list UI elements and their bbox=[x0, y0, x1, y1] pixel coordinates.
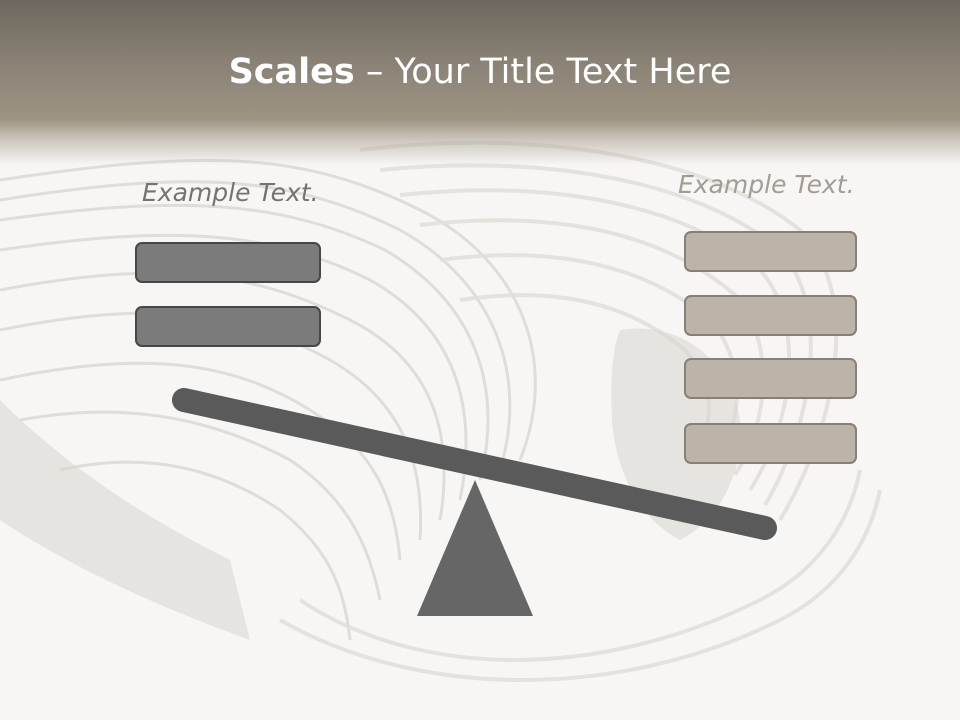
left-box-2[interactable] bbox=[135, 306, 321, 347]
right-box-4[interactable] bbox=[684, 423, 857, 464]
left-box-1[interactable] bbox=[135, 242, 321, 283]
title-bold-text: Scales bbox=[228, 52, 355, 92]
right-box-3[interactable] bbox=[684, 358, 857, 399]
right-example-text: Example Text. bbox=[678, 170, 855, 199]
title-bar: Scales – Your Title Text Here bbox=[0, 0, 960, 165]
right-box-1[interactable] bbox=[684, 231, 857, 272]
title-text: – Your Title Text Here bbox=[354, 52, 732, 92]
slide-title: Scales – Your Title Text Here bbox=[0, 52, 960, 92]
scale-fulcrum-triangle bbox=[417, 480, 533, 616]
left-example-text: Example Text. bbox=[142, 178, 319, 207]
right-box-2[interactable] bbox=[684, 295, 857, 336]
scale-beam bbox=[172, 388, 777, 540]
